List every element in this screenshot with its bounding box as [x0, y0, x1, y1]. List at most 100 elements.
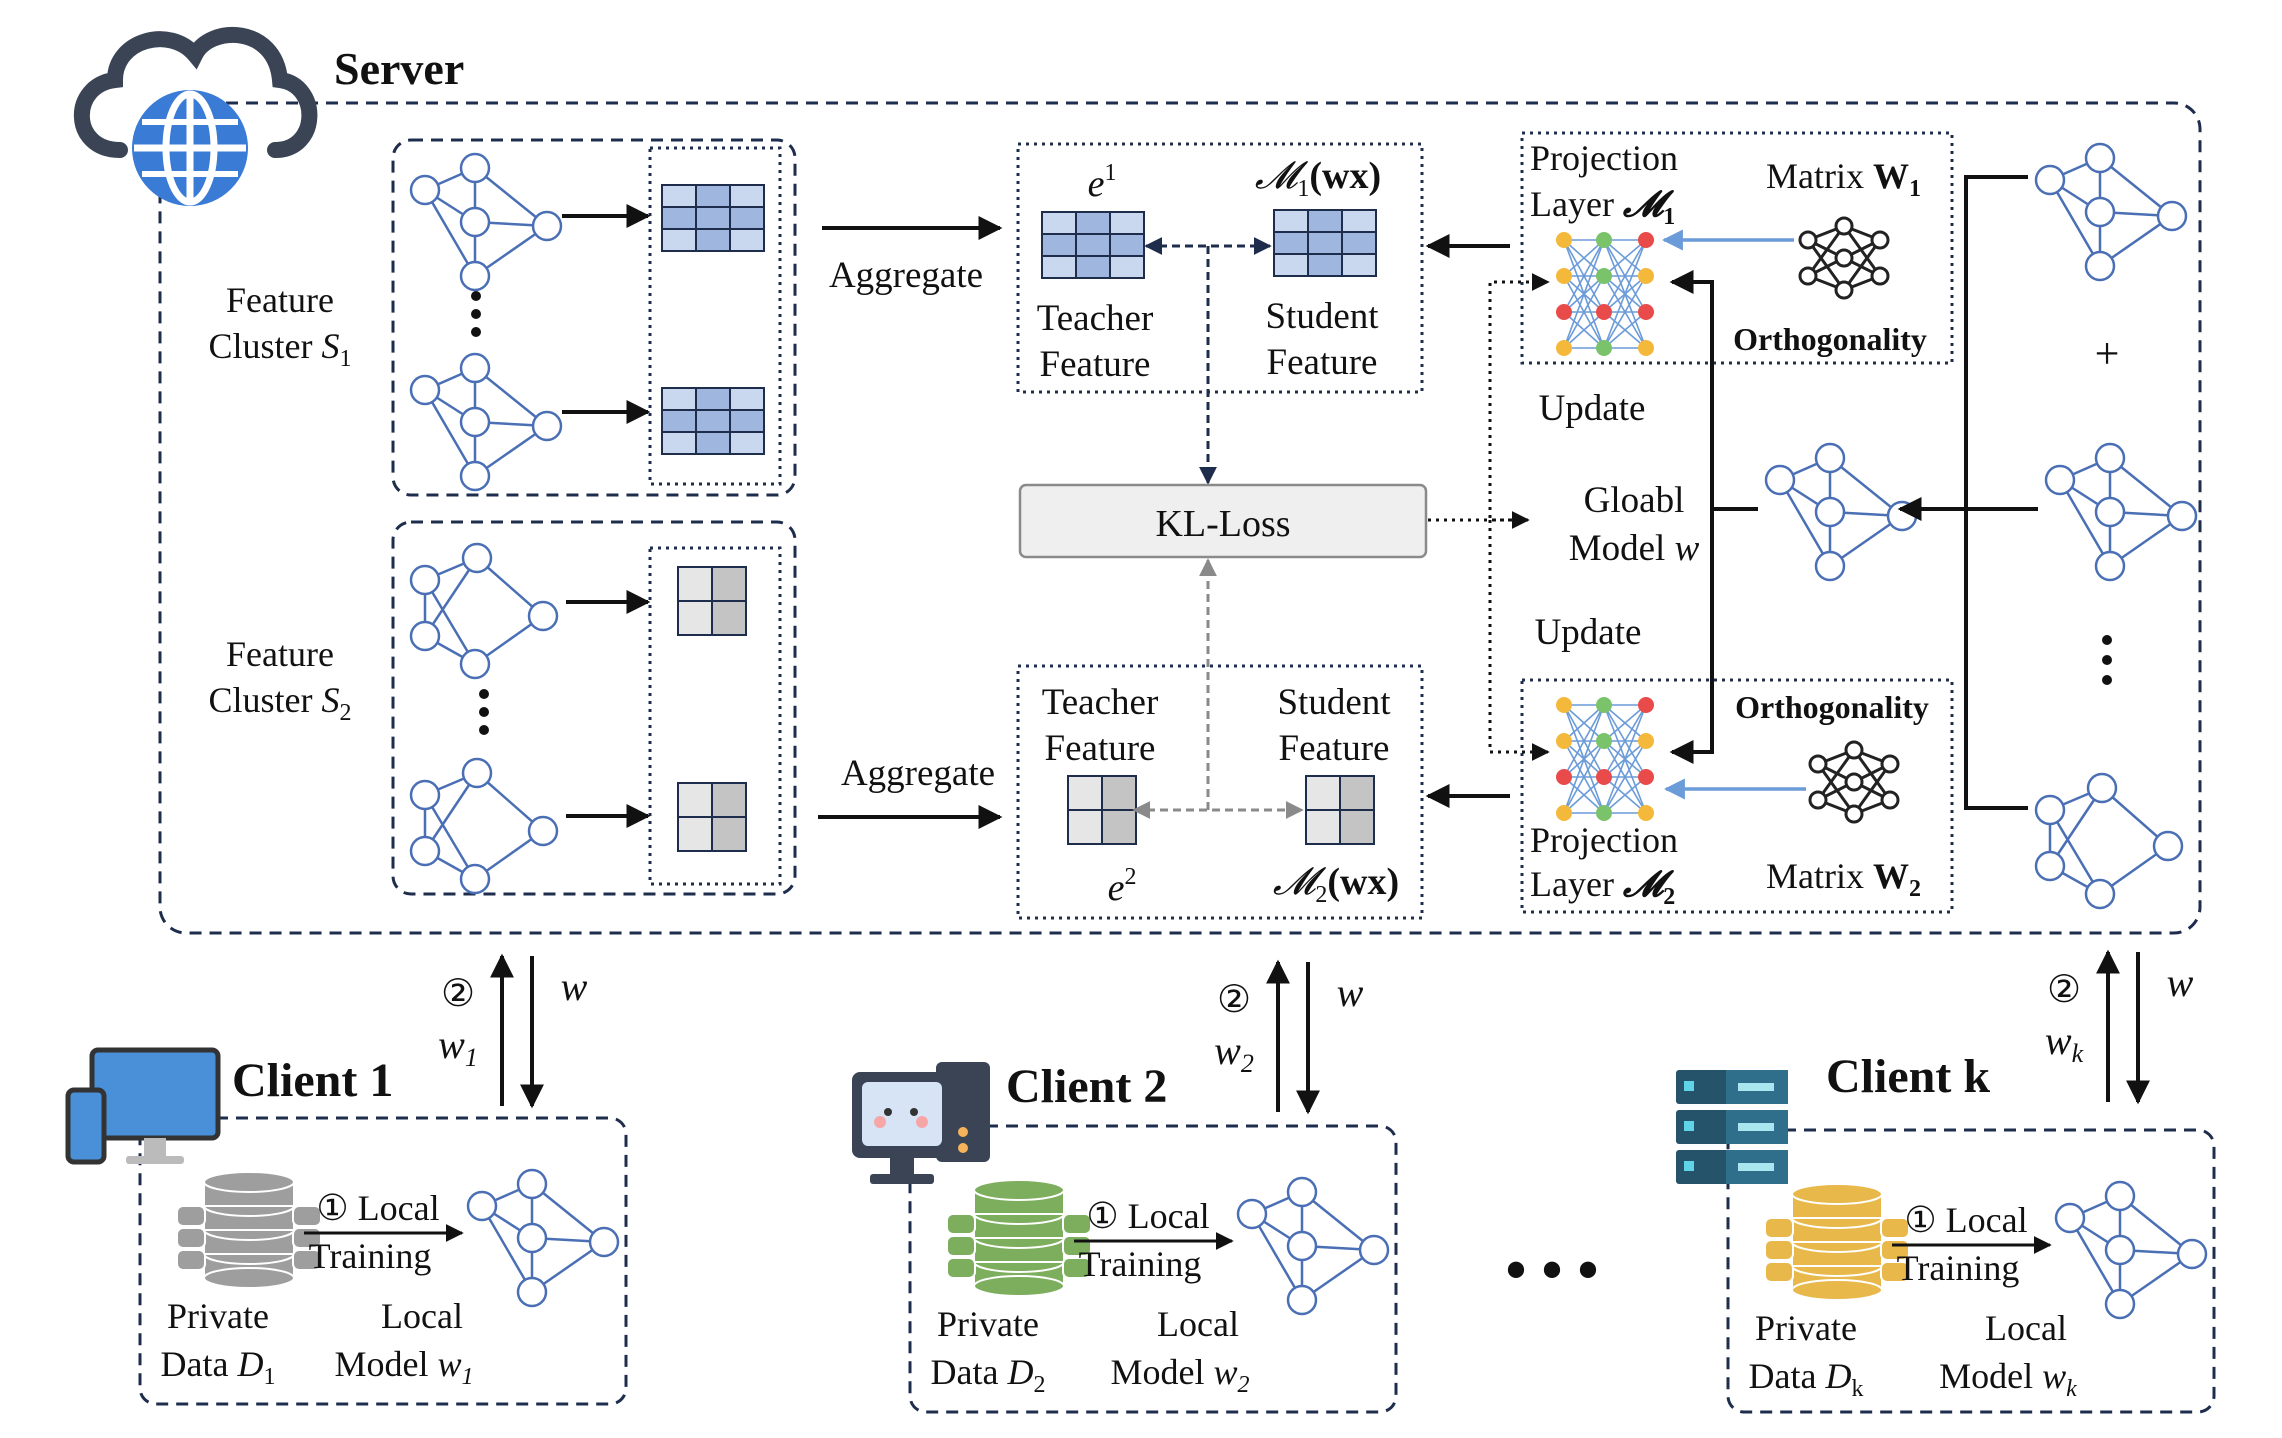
upload-weight-label: wk: [2045, 1018, 2084, 1068]
local-model-label-1: Local: [381, 1296, 463, 1336]
training-label: Training: [309, 1236, 432, 1276]
local-model-label-2: Model wk: [1939, 1356, 2077, 1402]
server-rack-icon: [1676, 1070, 1788, 1184]
teacher-feature-grid: [1067, 775, 1137, 845]
student-feature-grid: [1273, 209, 1377, 277]
orthogonality-label-top: Orthogonality: [1733, 321, 1927, 357]
cluster-s2-feature-column: [648, 546, 782, 886]
feature-grid-blue: [661, 387, 765, 455]
vertical-ellipsis-dot: [2102, 675, 2112, 685]
orthogonality-label-bottom: Orthogonality: [1735, 689, 1929, 725]
matrix-top-label: Matrix W1: [1766, 156, 1921, 202]
training-label: Training: [1079, 1244, 1202, 1284]
local-model-graph-icon: [1236, 1176, 1390, 1316]
student-feature-grid: [1305, 775, 1375, 845]
teacher-embedding-label-bottom: e2: [1108, 864, 1137, 909]
projection-bottom-label-1: Projection: [1530, 820, 1678, 860]
client-title: Client 1: [232, 1054, 393, 1107]
vertical-ellipsis-dot: [479, 725, 489, 735]
desktop-icon: [65, 1047, 221, 1165]
student-label-bottom-2: Feature: [1279, 728, 1390, 769]
projection-bottom-box: [1520, 678, 1954, 914]
local-model-label-2: Model w1: [334, 1344, 473, 1390]
local-step-label: ① Local: [1904, 1200, 2027, 1240]
teacher-label-bottom-1: Teacher: [1042, 682, 1159, 723]
projection-network-icon: [1556, 232, 1654, 356]
cluster-s1-label-line1: Feature: [226, 280, 334, 320]
database-icon: [176, 1171, 322, 1289]
feature-grid-gray: [677, 782, 747, 852]
download-weight-label: w: [2167, 960, 2194, 1005]
cloud-globe-icon: [73, 27, 318, 206]
teacher-student-top-box: [1016, 142, 1424, 394]
client-box: [138, 1116, 628, 1406]
private-data-label-1: Private: [937, 1304, 1039, 1344]
server-frame: [158, 101, 2202, 935]
client-title: Client k: [1826, 1050, 1990, 1103]
local-model-graph-icon: [2054, 1180, 2208, 1320]
update-label-top: Update: [1539, 388, 1646, 429]
private-data-label-1: Private: [1755, 1308, 1857, 1348]
local-model-label-1: Local: [1157, 1304, 1239, 1344]
private-data-label-2: Data D1: [161, 1344, 276, 1390]
client-box: [1726, 1128, 2216, 1414]
local-step-label: ① Local: [316, 1188, 439, 1228]
student-label-bottom-1: Student: [1277, 682, 1391, 723]
teacher-label-top-2: Feature: [1040, 344, 1151, 385]
local-model-graph-icon: [466, 1168, 620, 1308]
local-model-label-1: Local: [1985, 1308, 2067, 1348]
teacher-label-bottom-2: Feature: [1045, 728, 1156, 769]
update-label-bottom: Update: [1535, 612, 1642, 653]
projection-top-box: [1520, 131, 1954, 365]
client-model-graph-icon: [2034, 142, 2188, 282]
aggregate-label-bottom: Aggregate: [841, 753, 995, 794]
cluster-s1-label-line2: Cluster S1: [209, 326, 352, 372]
private-data-label-2: Data D2: [931, 1352, 1046, 1398]
global-model-label-2: Model w: [1569, 528, 1700, 569]
global-to-projection-dotted: [1488, 520, 1550, 761]
server-title: Server: [334, 43, 464, 94]
vertical-ellipsis-dot: [2102, 635, 2112, 645]
kl-loss-box: [1018, 483, 1428, 559]
download-weight-label: w: [561, 964, 588, 1009]
local-model-label-2: Model w2: [1110, 1352, 1249, 1398]
global-to-projection-dotted: [1488, 273, 1550, 522]
vertical-ellipsis-dot: [479, 707, 489, 717]
vertical-ellipsis-dot: [471, 309, 481, 319]
aggregation-bracket: [1964, 175, 2028, 810]
teacher-embedding-label-top: e1: [1088, 160, 1117, 205]
private-data-label-1: Private: [167, 1296, 269, 1336]
neural-network-icon: [1808, 740, 1900, 824]
neural-network-icon: [1798, 216, 1890, 300]
projection-network-icon: [1556, 697, 1654, 821]
training-label: Training: [1897, 1248, 2020, 1288]
cluster-s1-feature-column: [648, 146, 782, 486]
upload-weight-label: w1: [438, 1022, 478, 1072]
student-embedding-label-top: 𝓜1(wx): [1255, 155, 1381, 202]
student-embedding-label-bottom: 𝓜2(wx): [1273, 861, 1399, 908]
feature-grid-gray: [677, 566, 747, 636]
step-two-label: ②: [441, 973, 475, 1015]
database-icon: [1764, 1183, 1910, 1301]
global-model-graph-icon: [1764, 442, 1918, 582]
private-data-label-2: Data Dk: [1749, 1356, 1864, 1402]
student-label-top-2: Feature: [1267, 342, 1378, 383]
step-two-label: ②: [1217, 979, 1251, 1021]
download-weight-label: w: [1337, 970, 1364, 1015]
graph-icon: [409, 152, 563, 292]
vertical-ellipsis-dot: [2102, 655, 2112, 665]
projection-top-label-2: Layer 𝓜1: [1530, 184, 1675, 230]
cluster-s2-box: [391, 520, 797, 896]
step-two-label: ②: [2047, 969, 2081, 1011]
matrix-bottom-label: Matrix W2: [1766, 856, 1921, 902]
projection-bottom-label-2: Layer 𝓜2: [1530, 864, 1675, 910]
teacher-student-bottom-box: [1016, 664, 1424, 920]
global-model-label-1: Gloabl: [1584, 480, 1685, 521]
horizontal-ellipsis: • • •: [1505, 1237, 1598, 1303]
cluster-s1-box: [391, 138, 797, 497]
